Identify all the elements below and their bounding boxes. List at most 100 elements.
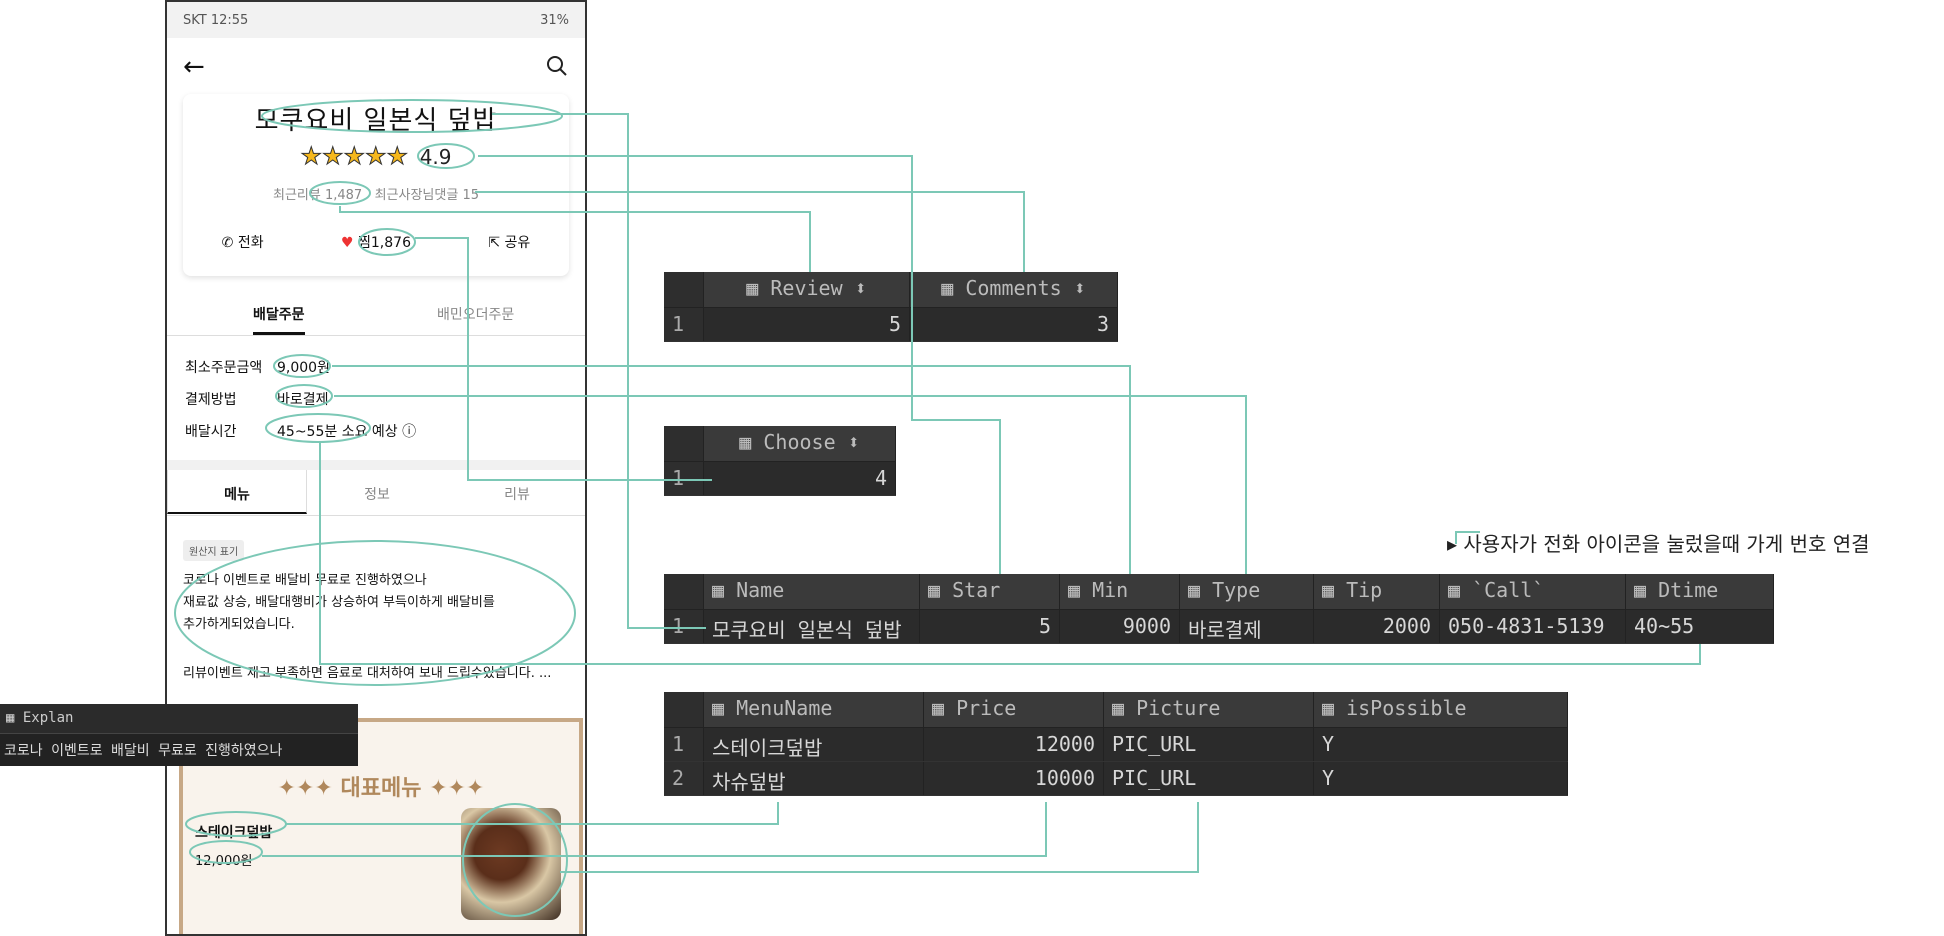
star-icon: ★: [343, 142, 366, 171]
column-header[interactable]: ▦ Min: [1060, 574, 1180, 609]
notice-text: 코로나 이벤트로 배달비 무료로 진행하였으나 재료값 상승, 배달대행비가 상…: [183, 570, 563, 636]
grid-cell[interactable]: 바로결제: [1180, 610, 1314, 643]
grid-cell[interactable]: 5: [920, 610, 1060, 643]
share-button[interactable]: ⇱ 공유: [488, 232, 530, 252]
grid-cell[interactable]: 9000: [1060, 610, 1180, 643]
column-header[interactable]: ▦ Picture: [1104, 692, 1314, 727]
payment-label: 결제방법: [185, 392, 237, 408]
explan-grid: ▦ Explan 코로나 이벤트로 배달비 무료로 진행하였으나: [0, 704, 358, 766]
grid-cell[interactable]: 12000: [924, 728, 1104, 761]
section-divider: [167, 460, 585, 470]
notice-line: 추가하게되었습니다.: [183, 617, 295, 632]
call-note: ▸ 사용자가 전화 아이콘을 눌렀을때 가게 번호 연결: [1447, 532, 1870, 556]
column-header-label: Picture: [1136, 696, 1221, 720]
rep-menu-price: 12,000원: [195, 854, 253, 869]
grid-cell[interactable]: Y: [1314, 728, 1568, 761]
tab-menu[interactable]: 메뉴: [167, 470, 307, 514]
rating-row: ★★★★★ 4.9: [183, 142, 569, 171]
grid-cell[interactable]: 2000: [1314, 610, 1440, 643]
notice-line: 재료값 상승, 배달대행비가 상승하여 부득이하게 배달비를: [183, 595, 495, 610]
column-header[interactable]: ▦ Price: [924, 692, 1104, 727]
grid-cell[interactable]: PIC_URL: [1104, 762, 1314, 795]
back-arrow-icon[interactable]: ←: [183, 52, 205, 82]
grid-cell[interactable]: 모쿠요비 일본식 덮밥: [704, 610, 920, 643]
menu-grid: ▦ MenuName ▦ Price ▦ Picture ▦ isPossibl…: [664, 692, 1568, 796]
connector-line: [560, 802, 1199, 873]
row-number: 1: [664, 728, 704, 761]
tab-baemin-order[interactable]: 배민오더주문: [437, 307, 515, 323]
grid-cell[interactable]: PIC_URL: [1104, 728, 1314, 761]
status-right: 31%: [540, 12, 569, 28]
column-header-label: isPossible: [1346, 696, 1467, 720]
column-header[interactable]: ▦ Star: [920, 574, 1060, 609]
star-icon: ★: [300, 142, 322, 171]
like-count: 1,876: [370, 235, 411, 251]
payment-value: 바로결제: [277, 392, 329, 408]
notice-line: 코로나 이벤트로 배달비 무료로 진행하였으나: [183, 573, 427, 588]
star-icon: ★: [386, 142, 409, 171]
column-header[interactable]: ▦ Dtime: [1626, 574, 1774, 609]
like-button[interactable]: ♥ 찜1,876: [341, 232, 411, 252]
explan-header-label: Explan: [22, 710, 74, 726]
column-header[interactable]: ▦ Type: [1180, 574, 1314, 609]
rating-value: 4.9: [419, 145, 452, 169]
grid-cell[interactable]: 4: [704, 462, 896, 495]
grid-cell[interactable]: 차슈덮밥: [704, 762, 924, 795]
column-header-label: Tip: [1346, 578, 1383, 602]
column-header-label: `Call`: [1472, 578, 1545, 602]
owner-comment-count[interactable]: 15: [462, 188, 480, 203]
grid-cell[interactable]: 10000: [924, 762, 1104, 795]
phone-icon: ✆: [221, 235, 234, 251]
status-left: SKT 12:55: [183, 12, 249, 28]
column-header[interactable]: ▦ isPossible: [1314, 692, 1568, 727]
recent-review-count[interactable]: 1,487: [324, 188, 363, 203]
share-icon: ⇱: [488, 235, 501, 251]
owner-comment-label: 최근사장님댓글: [374, 188, 459, 203]
grid-cell[interactable]: 050-4831-5139: [1440, 610, 1626, 643]
origin-badge[interactable]: 원산지 표기: [183, 540, 245, 561]
grid-cell[interactable]: 5: [704, 308, 910, 341]
column-header-label: MenuName: [736, 696, 833, 720]
row-number-header: [664, 426, 704, 461]
help-icon[interactable]: ⓘ: [397, 424, 417, 440]
recent-review-label: 최근리뷰: [272, 188, 321, 203]
call-note-text: 사용자가 전화 아이콘을 눌렀을때 가게 번호 연결: [1463, 532, 1870, 556]
explan-header[interactable]: ▦ Explan: [0, 704, 358, 734]
column-header-label: Comments: [965, 276, 1062, 300]
explan-value[interactable]: 코로나 이벤트로 배달비 무료로 진행하였으나: [0, 734, 358, 766]
grid-cell[interactable]: 40~55: [1626, 610, 1774, 643]
row-number: 2: [664, 762, 704, 795]
column-header[interactable]: ▦ Name: [704, 574, 920, 609]
min-order-value: 9,000원: [277, 360, 330, 376]
column-header-label: Type: [1212, 578, 1261, 602]
column-header[interactable]: ▦ Choose ⬍: [704, 426, 896, 461]
column-header-label: Min: [1092, 578, 1129, 602]
star-icon: ★: [322, 142, 344, 171]
column-header-label: Dtime: [1658, 578, 1719, 602]
tab-review[interactable]: 리뷰: [504, 487, 530, 503]
status-bar: SKT 12:55 31%: [167, 2, 585, 38]
row-number-header: [664, 574, 704, 609]
delivery-time-label: 배달시간: [185, 424, 237, 440]
rep-menu-image: [461, 808, 561, 920]
column-header[interactable]: ▦ `Call`: [1440, 574, 1626, 609]
tab-delivery[interactable]: 배달주문: [253, 304, 305, 335]
search-icon[interactable]: [545, 54, 569, 78]
top-bar: ←: [167, 38, 585, 100]
column-header[interactable]: ▦ Tip: [1314, 574, 1440, 609]
column-header-label: Price: [956, 696, 1017, 720]
grid-cell[interactable]: Y: [1314, 762, 1568, 795]
min-order-label: 최소주문금액: [185, 360, 263, 376]
tab-info[interactable]: 정보: [364, 487, 390, 503]
column-header[interactable]: ▦ MenuName: [704, 692, 924, 727]
grid-cell[interactable]: 3: [910, 308, 1118, 341]
store-grid: ▦ Name ▦ Star ▦ Min ▦ Type ▦ Tip ▦ `Call…: [664, 574, 1774, 644]
call-button[interactable]: ✆ 전화: [222, 232, 264, 252]
star-icon: ★: [365, 142, 387, 171]
order-tabs: 배달주문 배민오더주문: [167, 294, 585, 336]
column-header[interactable]: ▦ Comments ⬍: [910, 272, 1118, 307]
column-header[interactable]: ▦ Review ⬍: [704, 272, 910, 307]
rep-title: ✦✦✦ 대표메뉴 ✦✦✦: [277, 776, 485, 801]
grid-cell[interactable]: 스테이크덮밥: [704, 728, 924, 761]
